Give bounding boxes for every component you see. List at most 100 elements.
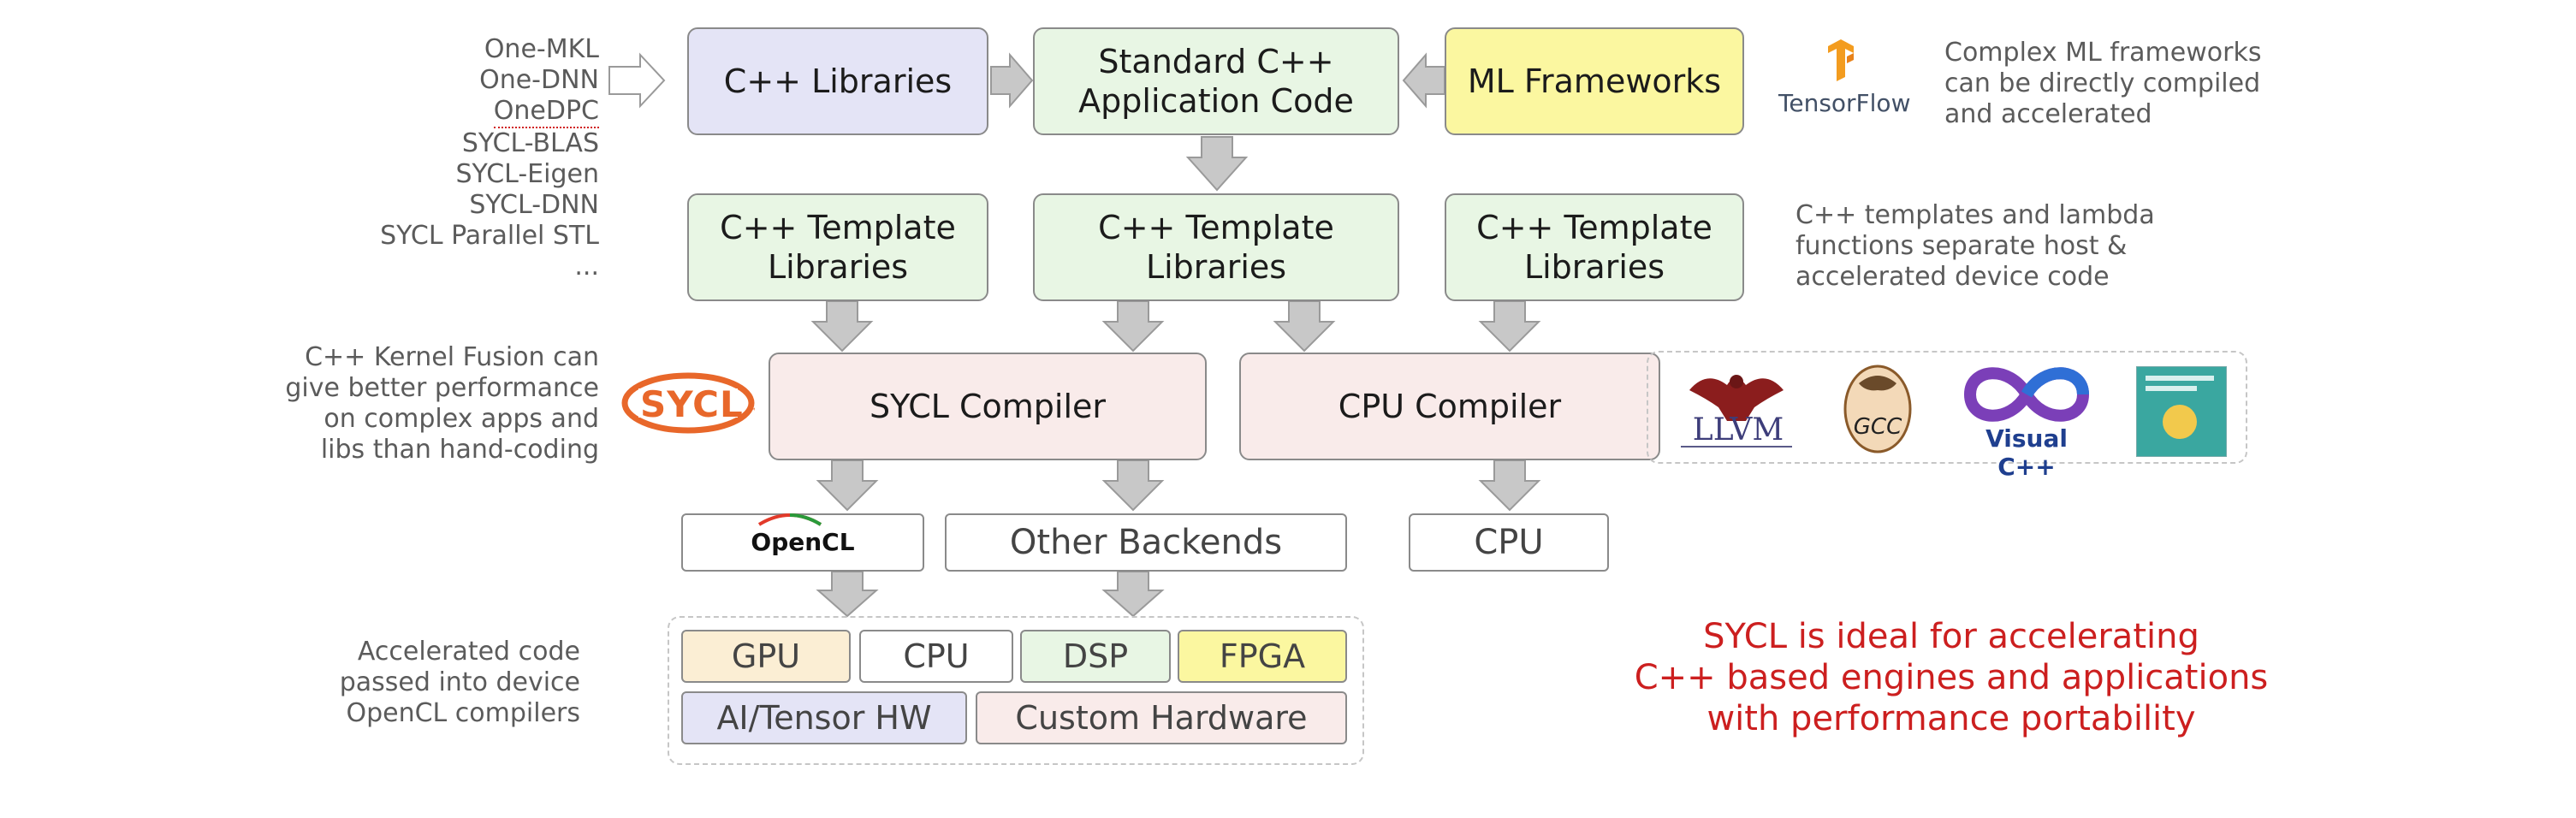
template3-to-cpu-arrow <box>1478 300 1541 353</box>
sycl-wordmark: SYCL <box>640 383 744 425</box>
other-backends-box: Other Backends <box>945 513 1347 572</box>
device-label: Custom Hardware <box>1015 699 1308 737</box>
sycl-to-opencl-arrow <box>816 459 879 512</box>
device-label: FPGA <box>1219 637 1306 675</box>
fusion-note: C++ Kernel Fusion can give better perfor… <box>257 342 599 465</box>
list-item: SYCL-BLAS <box>461 128 599 158</box>
device-gpu: GPU <box>681 630 851 683</box>
fusion-note-line: on complex apps and <box>323 404 599 434</box>
templates-note: C++ templates and lambda functions separ… <box>1795 200 2206 293</box>
ml-note: Complex ML frameworks can be directly co… <box>1944 38 2389 130</box>
template-label-1: C++ Template <box>1098 209 1334 246</box>
fusion-note-line: libs than hand-coding <box>320 435 599 465</box>
visual-cpp-logo: Visual C++ <box>1958 365 2095 481</box>
fusion-note-line: C++ Kernel Fusion can <box>305 342 599 372</box>
tagline-line: SYCL is ideal for accelerating <box>1703 617 2199 656</box>
list-item: ... <box>574 252 599 282</box>
accel-note-line: OpenCL compilers <box>346 698 580 728</box>
ml-frameworks-box: ML Frameworks <box>1445 27 1744 135</box>
tensorflow-wordmark: TensorFlow <box>1778 89 1911 117</box>
cpu-compiler-label: CPU Compiler <box>1338 388 1562 425</box>
gnu-head-icon <box>1843 365 1912 453</box>
device-ai-tensor: AI/Tensor HW <box>681 691 967 744</box>
list-item: One-MKL <box>484 34 599 64</box>
ml-frameworks-label: ML Frameworks <box>1467 62 1722 100</box>
sycl-to-other-arrow <box>1101 459 1165 512</box>
opencl-arc-icon <box>758 513 822 526</box>
device-label: CPU <box>903 637 970 675</box>
standard-cpp-label-1: Standard C++ <box>1098 43 1334 80</box>
infinity-icon <box>1963 367 2090 422</box>
sycl-compiler-box: SYCL Compiler <box>769 353 1207 460</box>
accel-note: Accelerated code passed into device Open… <box>282 637 580 729</box>
llvm-wordmark: LLVM <box>1692 412 1784 448</box>
cpu-backend-label: CPU <box>1474 523 1544 562</box>
opencl-wordmark: OpenCL <box>751 528 855 556</box>
template2-to-cpu-arrow <box>1273 300 1336 353</box>
template2-to-sycl-arrow <box>1101 300 1165 353</box>
tensorflow-icon <box>1828 39 1854 81</box>
library-list: One-MKL One-DNN OneDPC SYCL-BLAS SYCL-Ei… <box>282 34 599 282</box>
standard-cpp-label-2: Application Code <box>1078 82 1354 120</box>
llvm-logo: LLVM <box>1672 365 1801 453</box>
ml-to-standard-arrow <box>1402 52 1445 109</box>
template-label-1: C++ Template <box>720 209 956 246</box>
rocket-icon <box>2163 405 2197 439</box>
ml-note-line: Complex ML frameworks <box>1944 38 2262 68</box>
device-group <box>668 616 1364 765</box>
templates-note-line: functions separate host & <box>1795 231 2128 261</box>
device-label: GPU <box>731 637 801 675</box>
templates-note-line: C++ templates and lambda <box>1795 200 2155 230</box>
llvm-dragon-icon <box>1681 375 1792 448</box>
template-label-2: Libraries <box>1523 248 1665 286</box>
gcc-logo: GCC <box>1842 363 1914 455</box>
standard-cpp-box: Standard C++ Application Code <box>1033 27 1399 135</box>
template-label-1: C++ Template <box>1476 209 1712 246</box>
other-to-devices-arrow <box>1101 571 1165 618</box>
device-label: DSP <box>1062 637 1129 675</box>
accel-note-line: Accelerated code <box>357 637 580 667</box>
list-item: One-DNN <box>479 65 599 95</box>
tagline-line: with performance portability <box>1706 699 2196 738</box>
ml-note-line: can be directly compiled <box>1944 68 2261 98</box>
book-cover-image <box>2136 366 2227 457</box>
sycl-compiler-label: SYCL Compiler <box>869 388 1107 425</box>
other-backends-label: Other Backends <box>1009 523 1283 562</box>
ml-note-line: and accelerated <box>1944 99 2152 129</box>
template-libraries-box-1: C++ Template Libraries <box>687 193 988 301</box>
device-cpu: CPU <box>859 630 1013 683</box>
tensorflow-logo: TensorFlow <box>1778 39 1911 125</box>
visual-cpp-wordmark: Visual C++ <box>1985 424 2068 481</box>
device-dsp: DSP <box>1020 630 1171 683</box>
standard-to-template-arrow <box>1185 136 1249 192</box>
template-label-2: Libraries <box>767 248 909 286</box>
tagline-line: C++ based engines and applications <box>1634 658 2269 697</box>
list-item: SYCL Parallel STL <box>380 221 599 251</box>
template-libraries-box-2: C++ Template Libraries <box>1033 193 1399 301</box>
fusion-note-line: give better performance <box>285 373 599 403</box>
list-item: SYCL-DNN <box>469 190 599 220</box>
opencl-backend-box: OpenCL <box>681 513 924 572</box>
accel-note-line: passed into device <box>339 667 580 697</box>
device-label: AI/Tensor HW <box>716 699 932 737</box>
template-label-2: Libraries <box>1145 248 1287 286</box>
cpu-compiler-to-cpu-arrow <box>1478 459 1541 512</box>
template-libraries-box-3: C++ Template Libraries <box>1445 193 1744 301</box>
tagline: SYCL is ideal for accelerating C++ based… <box>1626 616 2276 739</box>
gcc-wordmark: GCC <box>1853 414 1902 440</box>
list-item: SYCL-Eigen <box>455 159 600 189</box>
sycl-logo: SYCL ™ <box>621 371 767 435</box>
compiler-logos-group: LLVM GCC Visual C++ <box>1647 351 2247 481</box>
libraries-to-standard-arrow <box>990 52 1034 109</box>
cpp-libraries-label: C++ Libraries <box>723 62 953 100</box>
opencl-to-devices-arrow <box>816 571 879 618</box>
sycl-logo-icon <box>621 372 755 434</box>
templates-note-line: accelerated device code <box>1795 262 2110 292</box>
device-fpga: FPGA <box>1178 630 1347 683</box>
list-to-libraries-arrow <box>608 52 666 109</box>
opencl-logo: OpenCL <box>751 513 855 562</box>
cpp-libraries-box: C++ Libraries <box>687 27 988 135</box>
sycl-trademark: ™ <box>748 407 757 417</box>
